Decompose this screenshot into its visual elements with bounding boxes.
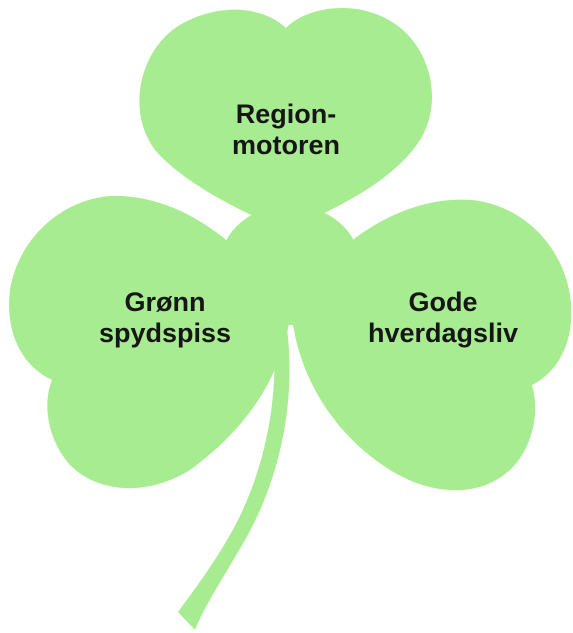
leaf-right-label-line1: Gode (408, 287, 478, 317)
leaf-left-label: Grønn spydspiss (75, 287, 255, 349)
leaf-right (292, 199, 572, 491)
leaf-top-label-line2: motoren (232, 130, 340, 160)
leaf-right-label: Gode hverdagsliv (348, 287, 538, 349)
clover-center (220, 205, 360, 325)
leaf-left (9, 195, 291, 489)
leaf-top (139, 7, 433, 231)
leaf-top-label: Region- motoren (196, 99, 376, 161)
leaf-top-label-line1: Region- (235, 99, 337, 129)
leaf-left-label-line1: Grønn (124, 287, 206, 317)
leaf-right-label-line2: hverdagsliv (367, 318, 519, 348)
leaf-left-label-line2: spydspiss (98, 318, 232, 348)
